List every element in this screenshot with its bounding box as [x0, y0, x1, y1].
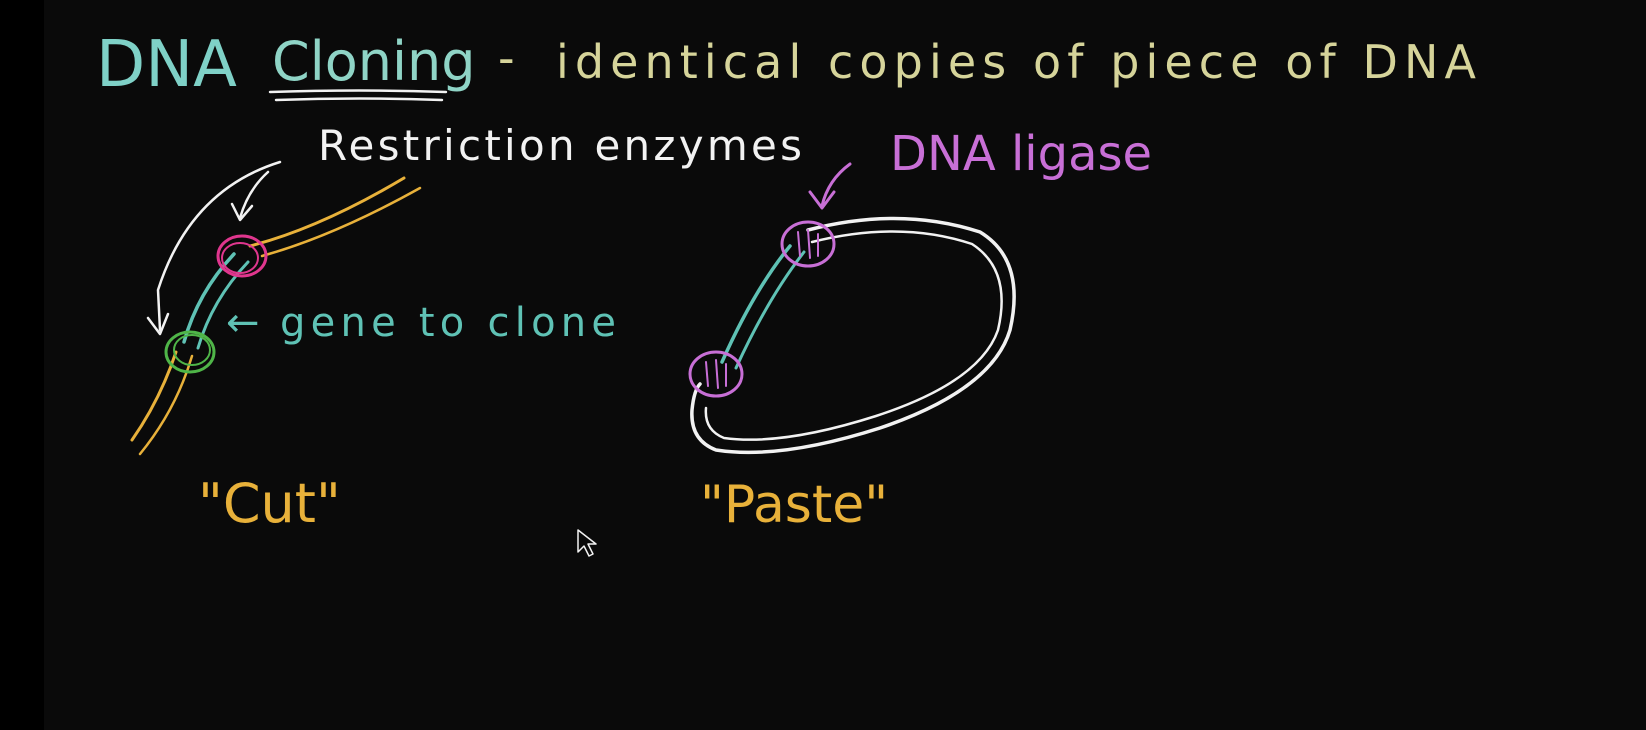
gene-arrow-icon: ←: [226, 300, 260, 346]
paste-diagram: DNA ligase "Paste": [688, 126, 1152, 535]
plasmid-loop-outer: [690, 216, 1016, 455]
ligase-site-upper: [780, 220, 836, 268]
cut-label: "Cut": [198, 472, 341, 535]
keyword-underline-2: [274, 97, 444, 102]
ligase-site-lower: [688, 350, 744, 398]
ligase-arrow: [820, 162, 852, 208]
arrow-head-lower: [146, 312, 170, 336]
restriction-site-pink: [216, 234, 268, 278]
dna-ligase-label: DNA ligase: [890, 126, 1152, 182]
arrow-head-upper: [230, 202, 254, 222]
gene-to-clone-label: gene to clone: [280, 300, 616, 346]
dna-strand-lower-b: [138, 354, 194, 456]
ligase-arrow-head: [808, 190, 836, 210]
dna-strand-upper-b: [260, 186, 422, 258]
plasmid-loop-inner: [704, 230, 1003, 441]
dna-strand-upper-a: [248, 176, 406, 248]
title-keyword: Cloning: [272, 30, 475, 93]
cut-diagram: Restriction enzymes: [130, 121, 802, 535]
arrow-to-upper-site: [238, 170, 270, 220]
title-dna: DNA: [96, 28, 237, 102]
arrow-to-lower-site: [156, 160, 282, 332]
title: DNA Cloning - identical copies of piece …: [96, 28, 1477, 102]
mouse-pointer-icon: [577, 529, 597, 557]
keyword-underline-1: [268, 89, 448, 94]
title-definition: identical copies of piece of DNA: [556, 35, 1477, 89]
dna-strand-lower-a: [130, 350, 178, 442]
restriction-enzymes-label: Restriction enzymes: [318, 121, 802, 170]
paste-label: "Paste": [700, 475, 888, 535]
inserted-gene-a: [720, 244, 792, 364]
title-dash: -: [498, 31, 515, 85]
restriction-site-green: [164, 330, 216, 374]
drawing-canvas: [44, 0, 1646, 730]
